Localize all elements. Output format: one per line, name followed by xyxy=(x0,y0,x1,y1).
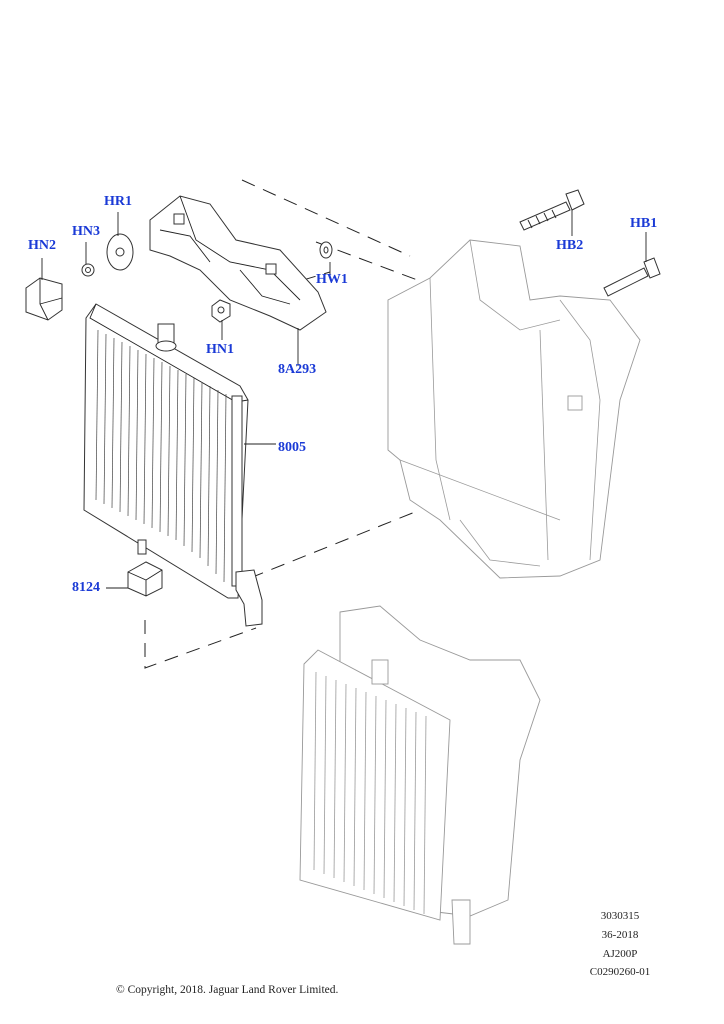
diagram-reference-number: 3030315 xyxy=(600,910,640,922)
hr1-retainer xyxy=(106,233,134,271)
hw1-washer xyxy=(319,241,333,259)
callout-hb2[interactable]: HB2 xyxy=(556,238,584,253)
diagram-date-code: 36-2018 xyxy=(601,929,639,941)
assembled-radiator-ghost xyxy=(299,605,541,945)
callout-hb1[interactable]: HB1 xyxy=(630,216,658,231)
hn1-nut xyxy=(211,299,231,323)
fan-shroud-ghost xyxy=(387,239,641,579)
leader-lines xyxy=(41,210,647,589)
callout-hn1[interactable]: HN1 xyxy=(206,342,234,357)
callout-8a293[interactable]: 8A293 xyxy=(278,362,317,377)
hb1-bolt xyxy=(603,257,661,297)
radiator xyxy=(83,303,263,627)
copyright-notice: © Copyright, 2018. Jaguar Land Rover Lim… xyxy=(116,984,339,996)
callout-hw1[interactable]: HW1 xyxy=(316,272,348,287)
callout-hn3[interactable]: HN3 xyxy=(72,224,100,239)
assembled-radiator-fins xyxy=(313,671,427,915)
hb2-bolt xyxy=(519,189,585,231)
mounting-bracket xyxy=(149,195,327,331)
radiator-fins xyxy=(95,329,227,583)
callout-8005[interactable]: 8005 xyxy=(278,440,306,455)
callout-hr1[interactable]: HR1 xyxy=(104,194,132,209)
callout-hn2[interactable]: HN2 xyxy=(28,238,56,253)
diagram-model-code: AJ200P xyxy=(602,948,638,960)
hn2-clip xyxy=(25,277,63,321)
hn3-nut xyxy=(81,263,95,277)
diagram-illustration-code: C0290260-01 xyxy=(589,966,651,978)
lower-mount xyxy=(127,561,163,597)
callout-8124[interactable]: 8124 xyxy=(72,580,100,595)
